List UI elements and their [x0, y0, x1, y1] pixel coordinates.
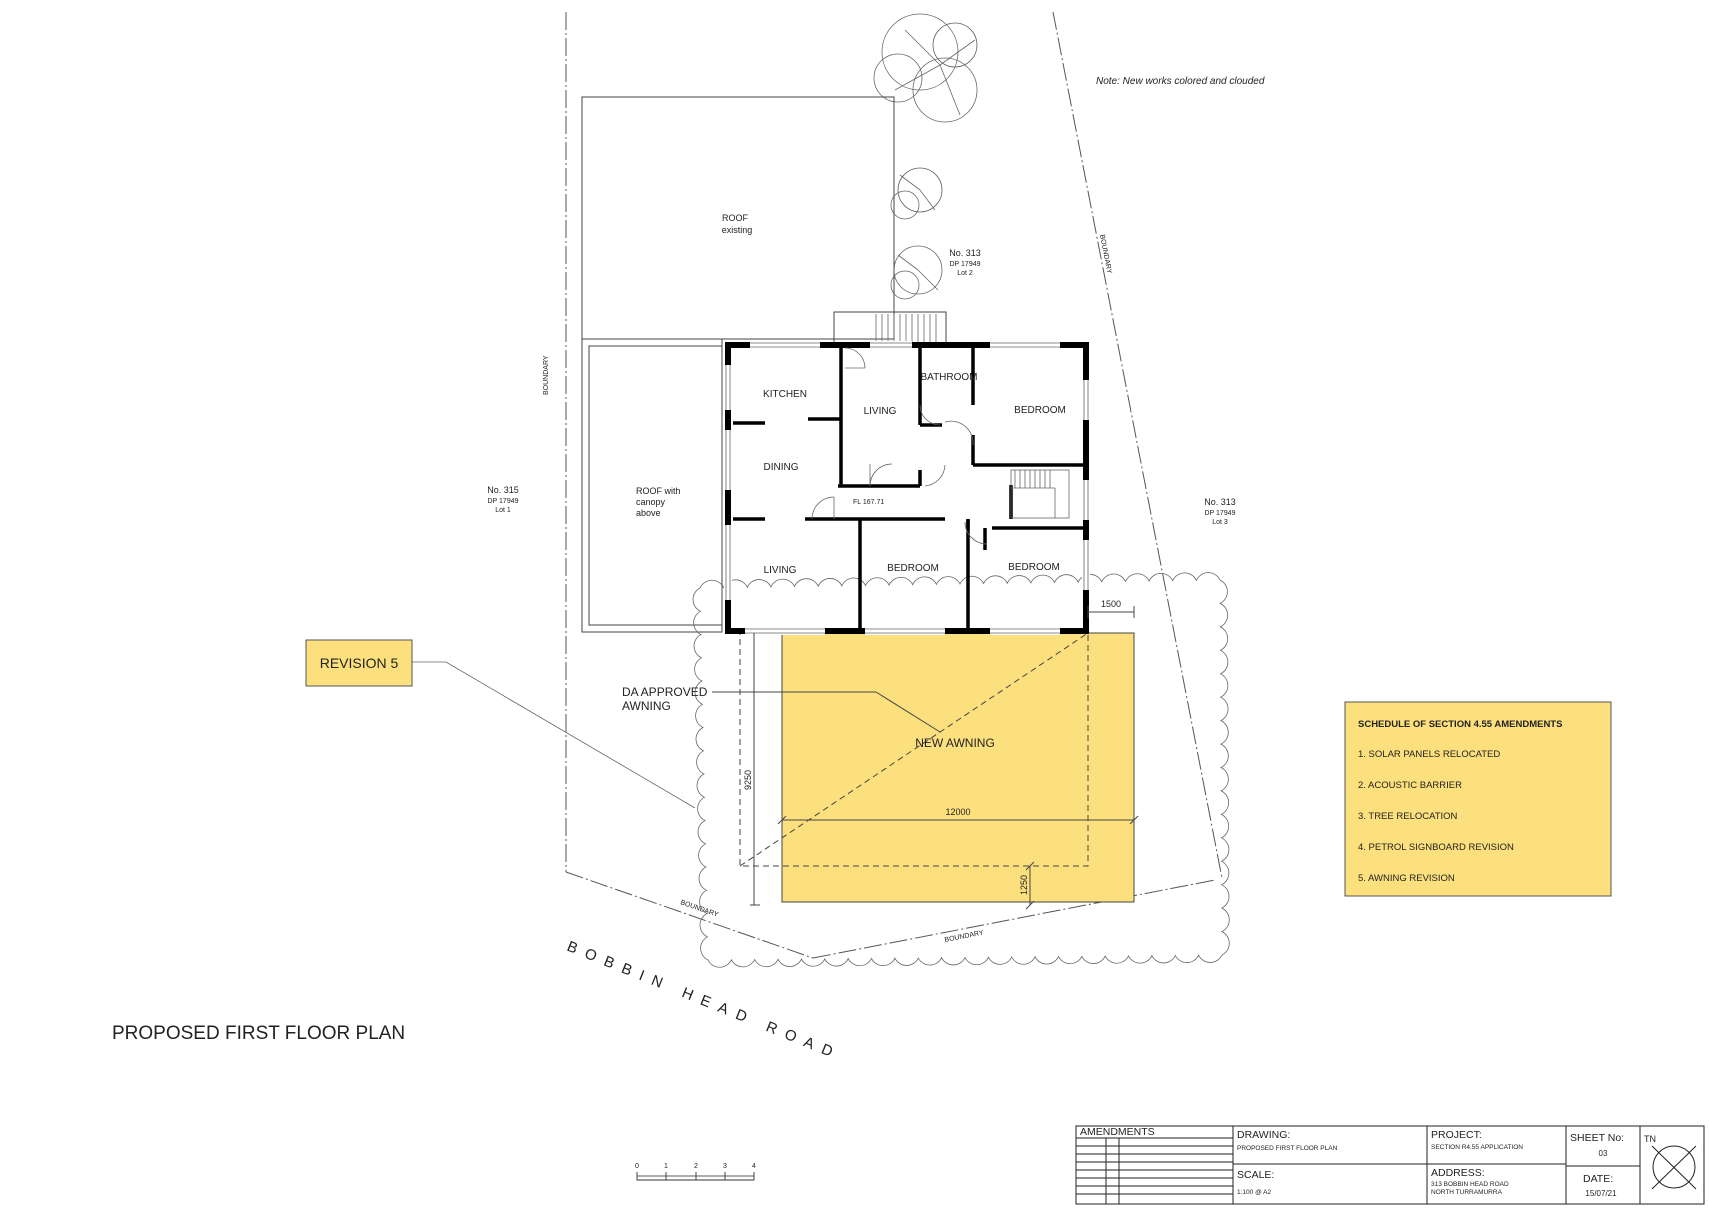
tb-amendments: AMENDMENTS	[1080, 1126, 1155, 1138]
lot-north-dp: DP 17949	[949, 261, 980, 268]
room-bathroom: BATHROOM	[920, 372, 977, 383]
tb-address-line1: 313 BOBBIN HEAD ROAD	[1431, 1181, 1509, 1188]
da-approved-awning-label-1: DA APPROVED	[622, 685, 708, 699]
roof-existing	[581, 96, 895, 340]
room-bedroom-2: BEDROOM	[887, 563, 939, 574]
scale-tick-3: 3	[723, 1163, 727, 1170]
schedule-title: SCHEDULE OF SECTION 4.55 AMENDMENTS	[1358, 719, 1562, 730]
tb-sheet-value: 03	[1599, 1149, 1608, 1158]
dim-width: 12000	[945, 807, 970, 817]
scale-tick-0: 0	[635, 1163, 639, 1170]
room-bedroom-1: BEDROOM	[1014, 405, 1066, 416]
lot-east-dp: DP 17949	[1204, 510, 1235, 517]
drawing-title: PROPOSED FIRST FLOOR PLAN	[112, 1023, 405, 1044]
lot-west-dp: DP 17949	[487, 498, 518, 505]
room-kitchen: KITCHEN	[763, 389, 807, 400]
lot-west-number: No. 315	[487, 485, 519, 495]
dimension-lines	[750, 606, 1139, 910]
roof-canopy-label-1: ROOF with	[636, 486, 681, 496]
drawing-note: Note: New works colored and clouded	[1096, 76, 1265, 87]
scale-tick-4: 4	[752, 1163, 756, 1170]
roof-existing-label-2: existing	[722, 225, 753, 235]
lot-east-number: No. 313	[1204, 497, 1236, 507]
schedule-item-5: 5. AWNING REVISION	[1358, 873, 1455, 884]
lot-north-lot: Lot 2	[957, 270, 973, 277]
title-block	[1075, 1125, 1705, 1205]
scale-bar	[636, 1172, 755, 1181]
tb-scale-label: SCALE:	[1237, 1169, 1274, 1181]
roof-existing-label-1: ROOF	[722, 213, 749, 223]
property-boundaries	[565, 11, 1223, 959]
scale-tick-1: 1	[664, 1163, 668, 1170]
house-walls	[724, 341, 1090, 635]
tb-scale-value: 1:100 @ A2	[1237, 1189, 1271, 1196]
roof-canopy	[581, 338, 723, 633]
room-living-top: LIVING	[864, 406, 897, 417]
schedule-item-4: 4. PETROL SIGNBOARD REVISION	[1358, 842, 1514, 853]
tb-drawing-label: DRAWING:	[1237, 1129, 1290, 1141]
new-awning-area	[781, 632, 1135, 903]
revision-leader	[412, 661, 696, 809]
tb-date-value: 15/07/21	[1585, 1189, 1617, 1198]
room-bedroom-3: BEDROOM	[1008, 562, 1060, 573]
scale-tick-2: 2	[694, 1163, 698, 1170]
tb-tn: TN	[1644, 1134, 1656, 1144]
tb-drawing-value: PROPOSED FIRST FLOOR PLAN	[1237, 1145, 1338, 1152]
revision-tag-text: REVISION 5	[320, 655, 399, 671]
da-approved-awning-label-2: AWNING	[622, 699, 671, 713]
room-living-bottom: LIVING	[764, 565, 797, 576]
lot-north-number: No. 313	[949, 248, 981, 258]
schedule-item-2: 2. ACOUSTIC BARRIER	[1358, 780, 1462, 791]
roof-canopy-label-3: above	[636, 508, 661, 518]
awning-leaders	[712, 691, 941, 733]
tb-address-label: ADDRESS:	[1431, 1167, 1485, 1179]
schedule-item-1: 1. SOLAR PANELS RELOCATED	[1358, 749, 1500, 760]
new-awning-label: NEW AWNING	[915, 736, 995, 750]
boundary-label-west: BOUNDARY	[543, 355, 550, 395]
dim-offset-bottom: 1250	[1019, 875, 1029, 895]
roof-canopy-label-2: canopy	[636, 497, 666, 507]
room-dining: DINING	[764, 462, 799, 473]
dim-offset-side: 1500	[1101, 599, 1121, 609]
tb-date-label: DATE:	[1583, 1173, 1613, 1185]
lot-east-lot: Lot 3	[1212, 519, 1228, 526]
tb-sheet-label: SHEET No:	[1570, 1132, 1624, 1144]
revision-cloud	[692, 572, 1230, 968]
lot-west-lot: Lot 1	[495, 507, 511, 514]
schedule-item-3: 3. TREE RELOCATION	[1358, 811, 1458, 822]
floor-level: FL 167.71	[853, 499, 884, 506]
schedule-box	[1344, 701, 1612, 897]
tb-address-line2: NORTH TURRAMURRA	[1431, 1189, 1503, 1196]
revision-tag-box	[305, 639, 413, 687]
tb-project-label: PROJECT:	[1431, 1129, 1482, 1141]
tb-project-value: SECTION R4.55 APPLICATION	[1431, 1144, 1523, 1151]
dim-depth: 9250	[743, 770, 753, 790]
